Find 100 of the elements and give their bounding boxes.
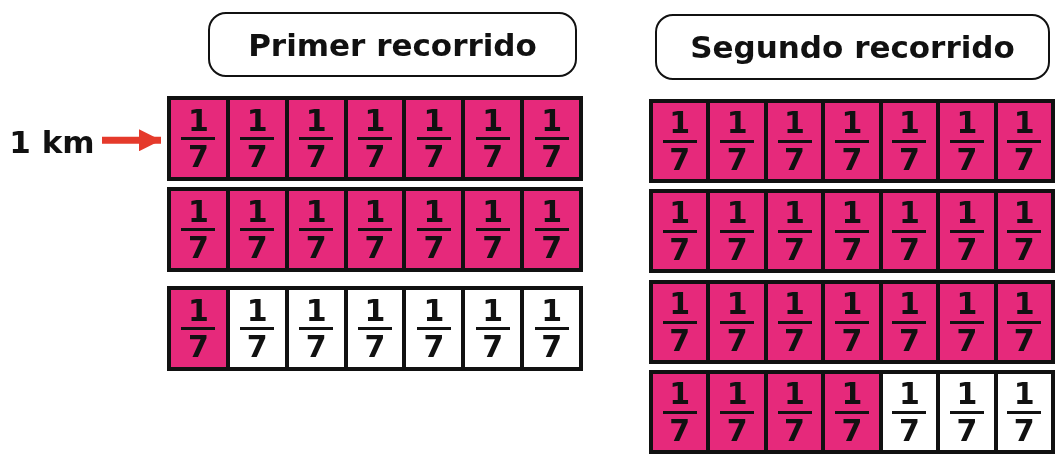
fraction-cell — [651, 372, 709, 452]
fraction-cell — [708, 372, 766, 452]
fraction-cell — [345, 98, 405, 179]
fraction-cell — [938, 191, 996, 271]
numerator: 1 — [363, 294, 387, 327]
numerator: 1 — [245, 294, 269, 327]
numerator: 1 — [783, 288, 806, 321]
fraction-cell — [651, 101, 709, 181]
fraction-strip — [167, 96, 583, 181]
denominator: 7 — [955, 232, 979, 265]
fraction-cell — [463, 288, 523, 369]
fraction-cell — [938, 282, 996, 362]
fraction-cell — [765, 191, 824, 271]
denominator: 7 — [481, 231, 505, 264]
fraction-cell — [345, 288, 405, 369]
fraction-cell — [463, 189, 523, 270]
denominator: 7 — [897, 142, 921, 175]
fraction-strip — [167, 187, 583, 272]
denominator: 7 — [304, 330, 328, 363]
numerator: 1 — [668, 288, 692, 321]
fraction-cell — [463, 98, 523, 179]
fraction-cell — [880, 191, 939, 271]
fraction-cell — [522, 98, 581, 179]
route-heading: Segundo recorrido — [655, 14, 1050, 80]
numerator: 1 — [897, 107, 921, 140]
denominator: 7 — [897, 232, 921, 265]
denominator: 7 — [783, 413, 806, 446]
fraction-cell — [880, 372, 939, 452]
numerator: 1 — [481, 104, 505, 137]
fraction-cell — [708, 282, 766, 362]
numerator: 1 — [668, 378, 692, 411]
fraction-cell — [286, 189, 346, 270]
distance-label: 1 km — [6, 122, 98, 162]
denominator: 7 — [955, 413, 979, 446]
numerator: 1 — [1012, 288, 1036, 321]
numerator: 1 — [725, 288, 749, 321]
fraction-cell — [765, 372, 824, 452]
numerator: 1 — [481, 294, 505, 327]
numerator: 1 — [840, 107, 864, 140]
fraction-cell — [404, 288, 464, 369]
numerator: 1 — [668, 107, 692, 140]
denominator: 7 — [1012, 142, 1036, 175]
denominator: 7 — [840, 232, 864, 265]
fraction-cell — [651, 191, 709, 271]
fraction-strip — [649, 280, 1055, 364]
numerator: 1 — [840, 197, 864, 230]
denominator: 7 — [245, 231, 269, 264]
fraction-strip — [649, 99, 1055, 183]
numerator: 1 — [955, 197, 979, 230]
numerator: 1 — [187, 294, 210, 327]
numerator: 1 — [897, 288, 921, 321]
denominator: 7 — [840, 323, 864, 356]
fraction-cell — [823, 372, 881, 452]
numerator: 1 — [304, 104, 328, 137]
fraction-cell — [227, 288, 287, 369]
fraction-cell — [765, 282, 824, 362]
numerator: 1 — [481, 195, 505, 228]
numerator: 1 — [540, 195, 563, 228]
denominator: 7 — [725, 413, 749, 446]
fraction-cell — [708, 191, 766, 271]
denominator: 7 — [1012, 232, 1036, 265]
fraction-cell — [938, 101, 996, 181]
fraction-cell — [404, 189, 464, 270]
numerator: 1 — [540, 294, 563, 327]
denominator: 7 — [422, 231, 446, 264]
numerator: 1 — [1012, 197, 1036, 230]
fraction-cell — [938, 372, 996, 452]
numerator: 1 — [540, 104, 563, 137]
denominator: 7 — [840, 413, 864, 446]
denominator: 7 — [187, 330, 210, 363]
numerator: 1 — [422, 104, 446, 137]
denominator: 7 — [422, 330, 446, 363]
fraction-cell — [522, 189, 581, 270]
fraction-cell — [169, 189, 228, 270]
fraction-cell — [522, 288, 581, 369]
numerator: 1 — [897, 378, 921, 411]
numerator: 1 — [725, 107, 749, 140]
numerator: 1 — [955, 288, 979, 321]
denominator: 7 — [897, 413, 921, 446]
fraction-cell — [169, 288, 228, 369]
denominator: 7 — [363, 231, 387, 264]
fraction-cell — [286, 288, 346, 369]
denominator: 7 — [668, 232, 692, 265]
denominator: 7 — [783, 232, 806, 265]
denominator: 7 — [955, 323, 979, 356]
denominator: 7 — [187, 140, 210, 173]
denominator: 7 — [540, 330, 563, 363]
numerator: 1 — [304, 195, 328, 228]
numerator: 1 — [363, 104, 387, 137]
denominator: 7 — [955, 142, 979, 175]
fraction-cell — [880, 101, 939, 181]
denominator: 7 — [245, 330, 269, 363]
fraction-cell — [823, 191, 881, 271]
numerator: 1 — [955, 378, 979, 411]
denominator: 7 — [540, 231, 563, 264]
numerator: 1 — [725, 197, 749, 230]
fraction-cell — [651, 282, 709, 362]
fraction-cell — [286, 98, 346, 179]
route-heading: Primer recorrido — [208, 12, 577, 77]
numerator: 1 — [187, 195, 210, 228]
